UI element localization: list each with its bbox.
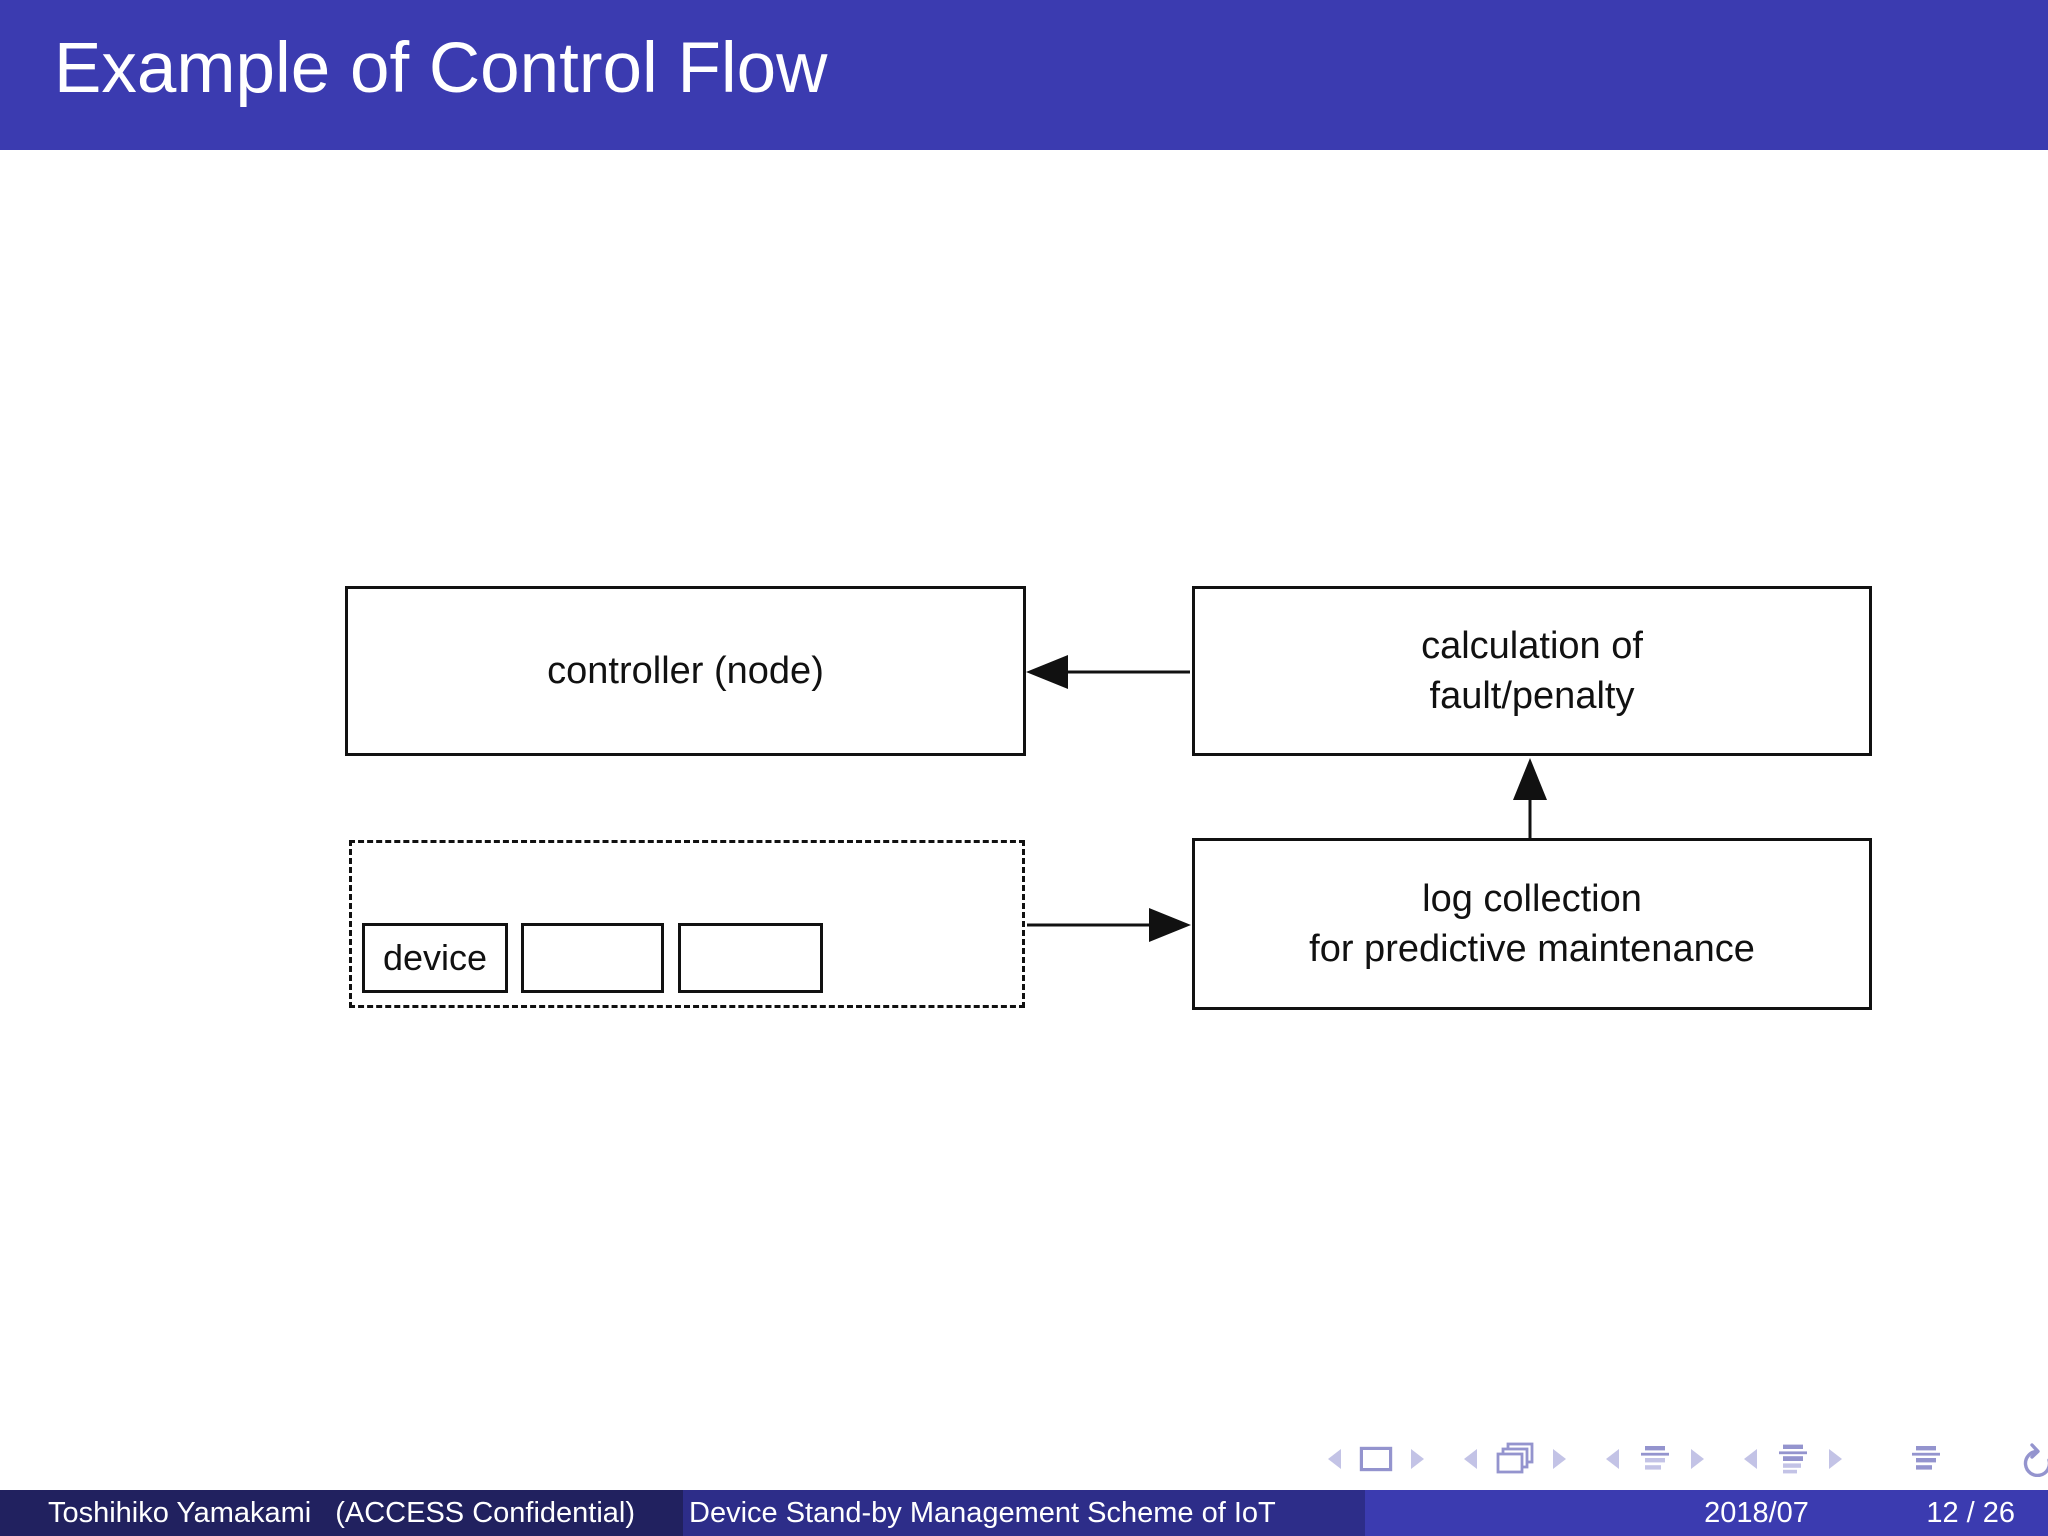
subsection-nav-group	[1604, 1444, 1706, 1474]
footline-page-number: 12 / 26	[1926, 1496, 2015, 1529]
slide-back-icon[interactable]	[1326, 1448, 1342, 1470]
controller-node-box: controller (node)	[345, 586, 1026, 756]
slide-icon[interactable]	[1359, 1446, 1393, 1472]
device-group-dashed-box	[349, 840, 1025, 1008]
frame-back-icon[interactable]	[1462, 1448, 1478, 1470]
arrow-calculation-to-controller	[1026, 655, 1190, 689]
beamer-navigation-bar	[1326, 1438, 2048, 1480]
slide-nav-group	[1326, 1446, 1426, 1472]
appendix-icon[interactable]	[1908, 1444, 1944, 1474]
slide-title-bar: Example of Control Flow	[0, 0, 2048, 150]
arrow-devices-to-log	[1027, 908, 1191, 942]
appendix-nav-group	[1908, 1444, 1944, 1474]
section-icon[interactable]	[1775, 1443, 1811, 1475]
log-label-line2: for predictive maintenance	[1309, 928, 1755, 970]
frames-icon[interactable]	[1495, 1442, 1535, 1476]
history-nav-group	[2020, 1441, 2048, 1477]
page-title: Example of Control Flow	[54, 29, 828, 108]
arrow-log-to-calculation	[1513, 758, 1547, 838]
frame-nav-group	[1462, 1442, 1568, 1476]
device-box: device	[362, 923, 508, 993]
footline-date: 2018/07	[1704, 1496, 1809, 1529]
footline-title-segment: Device Stand-by Management Scheme of IoT	[683, 1490, 1365, 1536]
calculation-label-line1: calculation of	[1421, 624, 1643, 667]
controller-node-label: controller (node)	[547, 649, 824, 692]
section-nav-group	[1742, 1443, 1844, 1475]
subsection-back-icon[interactable]	[1604, 1448, 1620, 1470]
device-box-empty-1	[521, 923, 664, 993]
device-box-empty-2	[678, 923, 823, 993]
footline-deck-title: Device Stand-by Management Scheme of IoT	[689, 1496, 1276, 1529]
footline-author: Toshihiko Yamakami	[47, 1496, 312, 1529]
undo-icon[interactable]	[2020, 1441, 2048, 1477]
frame-forward-icon[interactable]	[1552, 1448, 1568, 1470]
log-collection-box: log collection for predictive maintenanc…	[1192, 838, 1872, 1010]
section-forward-icon[interactable]	[1828, 1448, 1844, 1470]
footline: Toshihiko Yamakami (ACCESS Confidential)…	[0, 1490, 2048, 1536]
footline-confidential: (ACCESS Confidential)	[335, 1496, 636, 1529]
calculation-box: calculation of fault/penalty	[1192, 586, 1872, 756]
device-label: device	[382, 937, 488, 978]
footline-date-segment: 2018/07 12 / 26	[1365, 1490, 2048, 1536]
subsection-forward-icon[interactable]	[1690, 1448, 1706, 1470]
log-label-line1: log collection	[1422, 877, 1642, 920]
subsection-icon[interactable]	[1637, 1444, 1673, 1474]
slide-forward-icon[interactable]	[1410, 1448, 1426, 1470]
section-back-icon[interactable]	[1742, 1448, 1758, 1470]
calculation-label-line2: fault/penalty	[1429, 675, 1635, 717]
footline-author-segment: Toshihiko Yamakami (ACCESS Confidential)	[0, 1490, 683, 1536]
